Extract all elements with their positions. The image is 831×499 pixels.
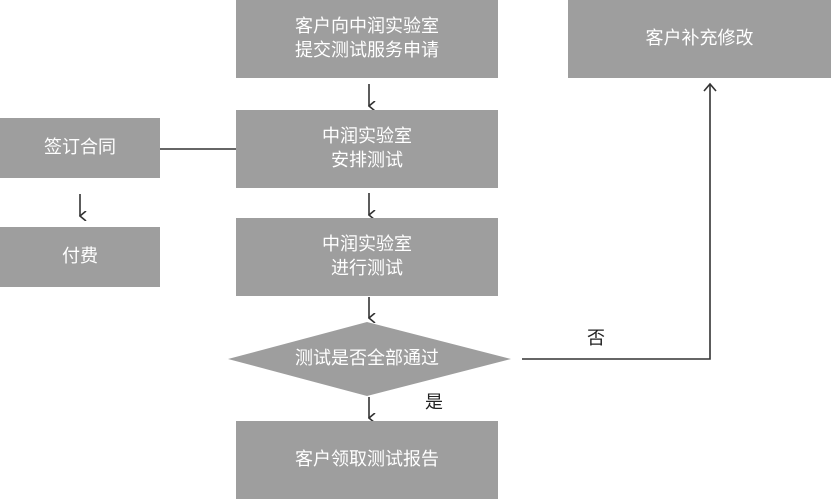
edge-label-yes: 是 xyxy=(425,392,443,413)
arrow-decision-to-modify xyxy=(522,84,711,360)
node-sign-contract: 签订合同 xyxy=(0,118,160,178)
node-contract-label: 签订合同 xyxy=(44,137,116,158)
edge-label-no: 否 xyxy=(587,328,605,349)
node-report-label: 客户领取测试报告 xyxy=(295,449,439,470)
node-payment: 付费 xyxy=(0,227,160,287)
node-modify-label: 客户补充修改 xyxy=(645,28,754,49)
node-collect-report: 客户领取测试报告 xyxy=(236,421,498,499)
node-test-line-2: 进行测试 xyxy=(331,258,403,279)
arrowhead-modify xyxy=(703,82,717,92)
node-pay-label: 付费 xyxy=(62,246,98,267)
node-customer-modify: 客户补充修改 xyxy=(568,0,831,78)
node-test-line-1: 中润实验室 xyxy=(322,234,412,255)
decision-diamond xyxy=(228,322,511,396)
decision-label: 测试是否全部通过 xyxy=(295,348,439,369)
node-schedule-line-1: 中润实验室 xyxy=(322,126,412,147)
node-perform-test: 中润实验室 进行测试 xyxy=(236,218,498,296)
node-submit-line-2: 提交测试服务申请 xyxy=(295,40,439,61)
node-schedule-line-2: 安排测试 xyxy=(331,150,403,171)
node-submit-line-1: 客户向中润实验室 xyxy=(295,16,439,37)
node-schedule-test: 中润实验室 安排测试 xyxy=(236,110,498,188)
node-submit-request: 客户向中润实验室 提交测试服务申请 xyxy=(236,0,498,78)
